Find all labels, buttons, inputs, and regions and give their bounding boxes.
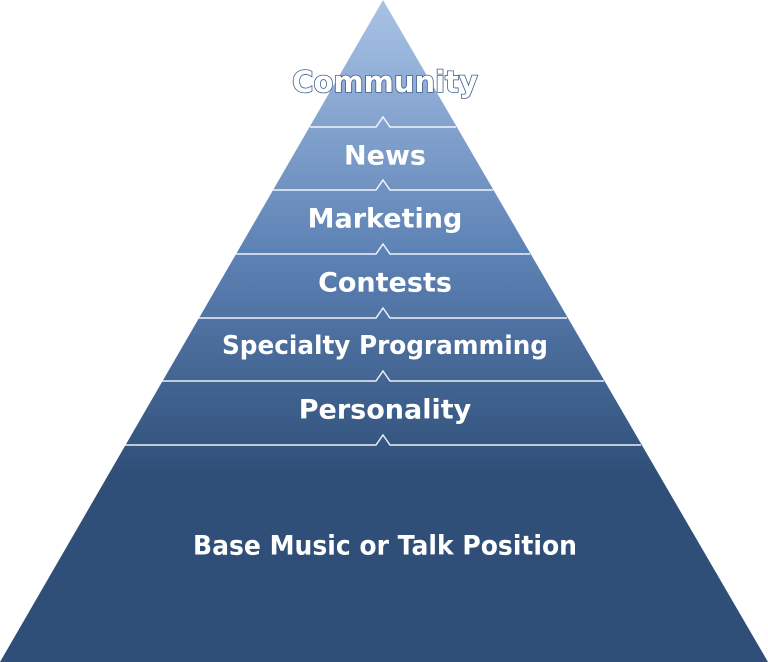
tier-label-specialty-programming: Specialty Programming bbox=[222, 331, 548, 361]
tier-divider bbox=[236, 242, 530, 255]
tier-divider bbox=[310, 115, 456, 128]
tier-label-news: News bbox=[344, 141, 426, 172]
tier-divider bbox=[162, 369, 604, 382]
tier-divider bbox=[199, 306, 567, 319]
tier-label-marketing: Marketing bbox=[308, 204, 463, 235]
tier-labels: Community News Marketing Contests Specia… bbox=[193, 64, 577, 562]
tier-label-contests: Contests bbox=[318, 268, 452, 299]
tier-label-personality: Personality bbox=[299, 395, 472, 426]
tier-label-community: Community bbox=[292, 65, 478, 99]
tier-label-base-music-or-talk-position: Base Music or Talk Position bbox=[193, 531, 577, 562]
tier-divider bbox=[125, 433, 641, 446]
tier-divider bbox=[273, 178, 493, 191]
tier-dividers bbox=[125, 115, 641, 446]
